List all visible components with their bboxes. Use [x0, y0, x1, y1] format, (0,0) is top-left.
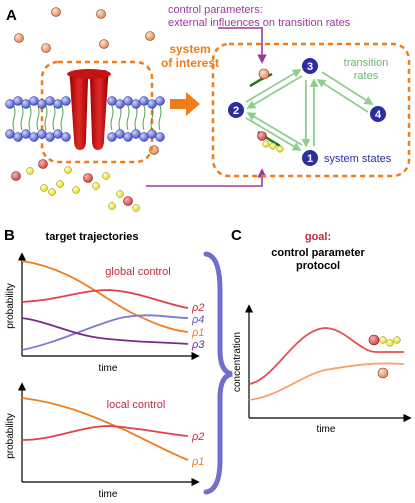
target-trajectories-title: target trajectories	[46, 231, 139, 243]
global-curve-rho1	[21, 260, 189, 333]
control-arrow-top	[218, 27, 267, 64]
state-1-label: 1	[307, 153, 313, 165]
big-arrow	[170, 92, 200, 116]
state-4: 4	[370, 106, 386, 122]
global-curve-rho3	[21, 317, 189, 345]
state-4-label: 4	[375, 109, 382, 121]
membrane	[5, 96, 165, 142]
local-ylabel: probability	[5, 413, 16, 459]
local-curve-rho1	[21, 397, 189, 461]
protocol-ylabel: concentration	[232, 332, 243, 392]
state-2: 2	[228, 102, 244, 118]
protocol-xlabel: time	[317, 424, 336, 435]
global-curve-rho4	[21, 314, 189, 351]
local-label-rho2: ρ2	[191, 431, 204, 443]
state-3-label: 3	[307, 61, 313, 73]
protocol-curve-orange	[248, 362, 405, 401]
bound-red-yellow-molecules	[257, 131, 284, 153]
state-2-label: 2	[233, 105, 239, 117]
protocol-orange-molecule-icon	[377, 367, 389, 379]
global-ylabel: probability	[5, 283, 16, 329]
global-plot-axes	[17, 252, 200, 361]
protocol-curve-red	[248, 327, 404, 385]
external-molecules-top	[14, 7, 159, 155]
global-control-label: global control	[105, 266, 170, 278]
control-parameters-sublabel: external influences on transition rates	[168, 17, 351, 29]
state-1: 1	[302, 150, 318, 166]
panel-a-letter: A	[6, 7, 17, 24]
goal-label: goal:	[305, 231, 331, 243]
global-curve-rho2	[21, 289, 189, 309]
control-parameters-label: control parameters:	[168, 4, 263, 16]
panel-c-letter: C	[231, 227, 242, 244]
transition-rates-sublabel: rates	[354, 70, 379, 82]
system-of-interest-box	[40, 60, 154, 164]
system-states-label: system states	[324, 153, 392, 165]
system-of-interest-label: system	[169, 42, 210, 56]
panel-b-letter: B	[4, 227, 15, 244]
transition-rates-label: transition	[344, 57, 389, 69]
control-arrow-bottom	[146, 168, 267, 187]
brace	[203, 251, 233, 495]
transition-arrows	[245, 69, 374, 151]
state-3: 3	[302, 58, 318, 74]
protocol-title-line1: control parameter	[271, 247, 365, 259]
protocol-title-line2: protocol	[296, 260, 340, 272]
global-label-rho3: ρ3	[191, 339, 205, 351]
external-molecules-bottom	[11, 159, 140, 212]
ion-channel	[67, 69, 111, 150]
global-xlabel: time	[99, 363, 118, 374]
state-diagram-box	[211, 42, 411, 178]
global-label-rho1: ρ1	[191, 327, 204, 339]
system-of-interest-sublabel: of interest	[161, 56, 219, 70]
protocol-red-molecule-icon	[368, 334, 401, 347]
protocol-plot-axes	[244, 304, 412, 423]
global-label-rho4: ρ4	[191, 314, 204, 326]
bound-orange-molecule	[258, 68, 270, 80]
local-label-rho1: ρ1	[191, 456, 204, 468]
local-curve-rho2	[21, 425, 189, 441]
local-plot-axes	[17, 382, 200, 487]
local-xlabel: time	[99, 489, 118, 500]
local-control-label: local control	[107, 399, 166, 411]
global-label-rho2: ρ2	[191, 302, 204, 314]
